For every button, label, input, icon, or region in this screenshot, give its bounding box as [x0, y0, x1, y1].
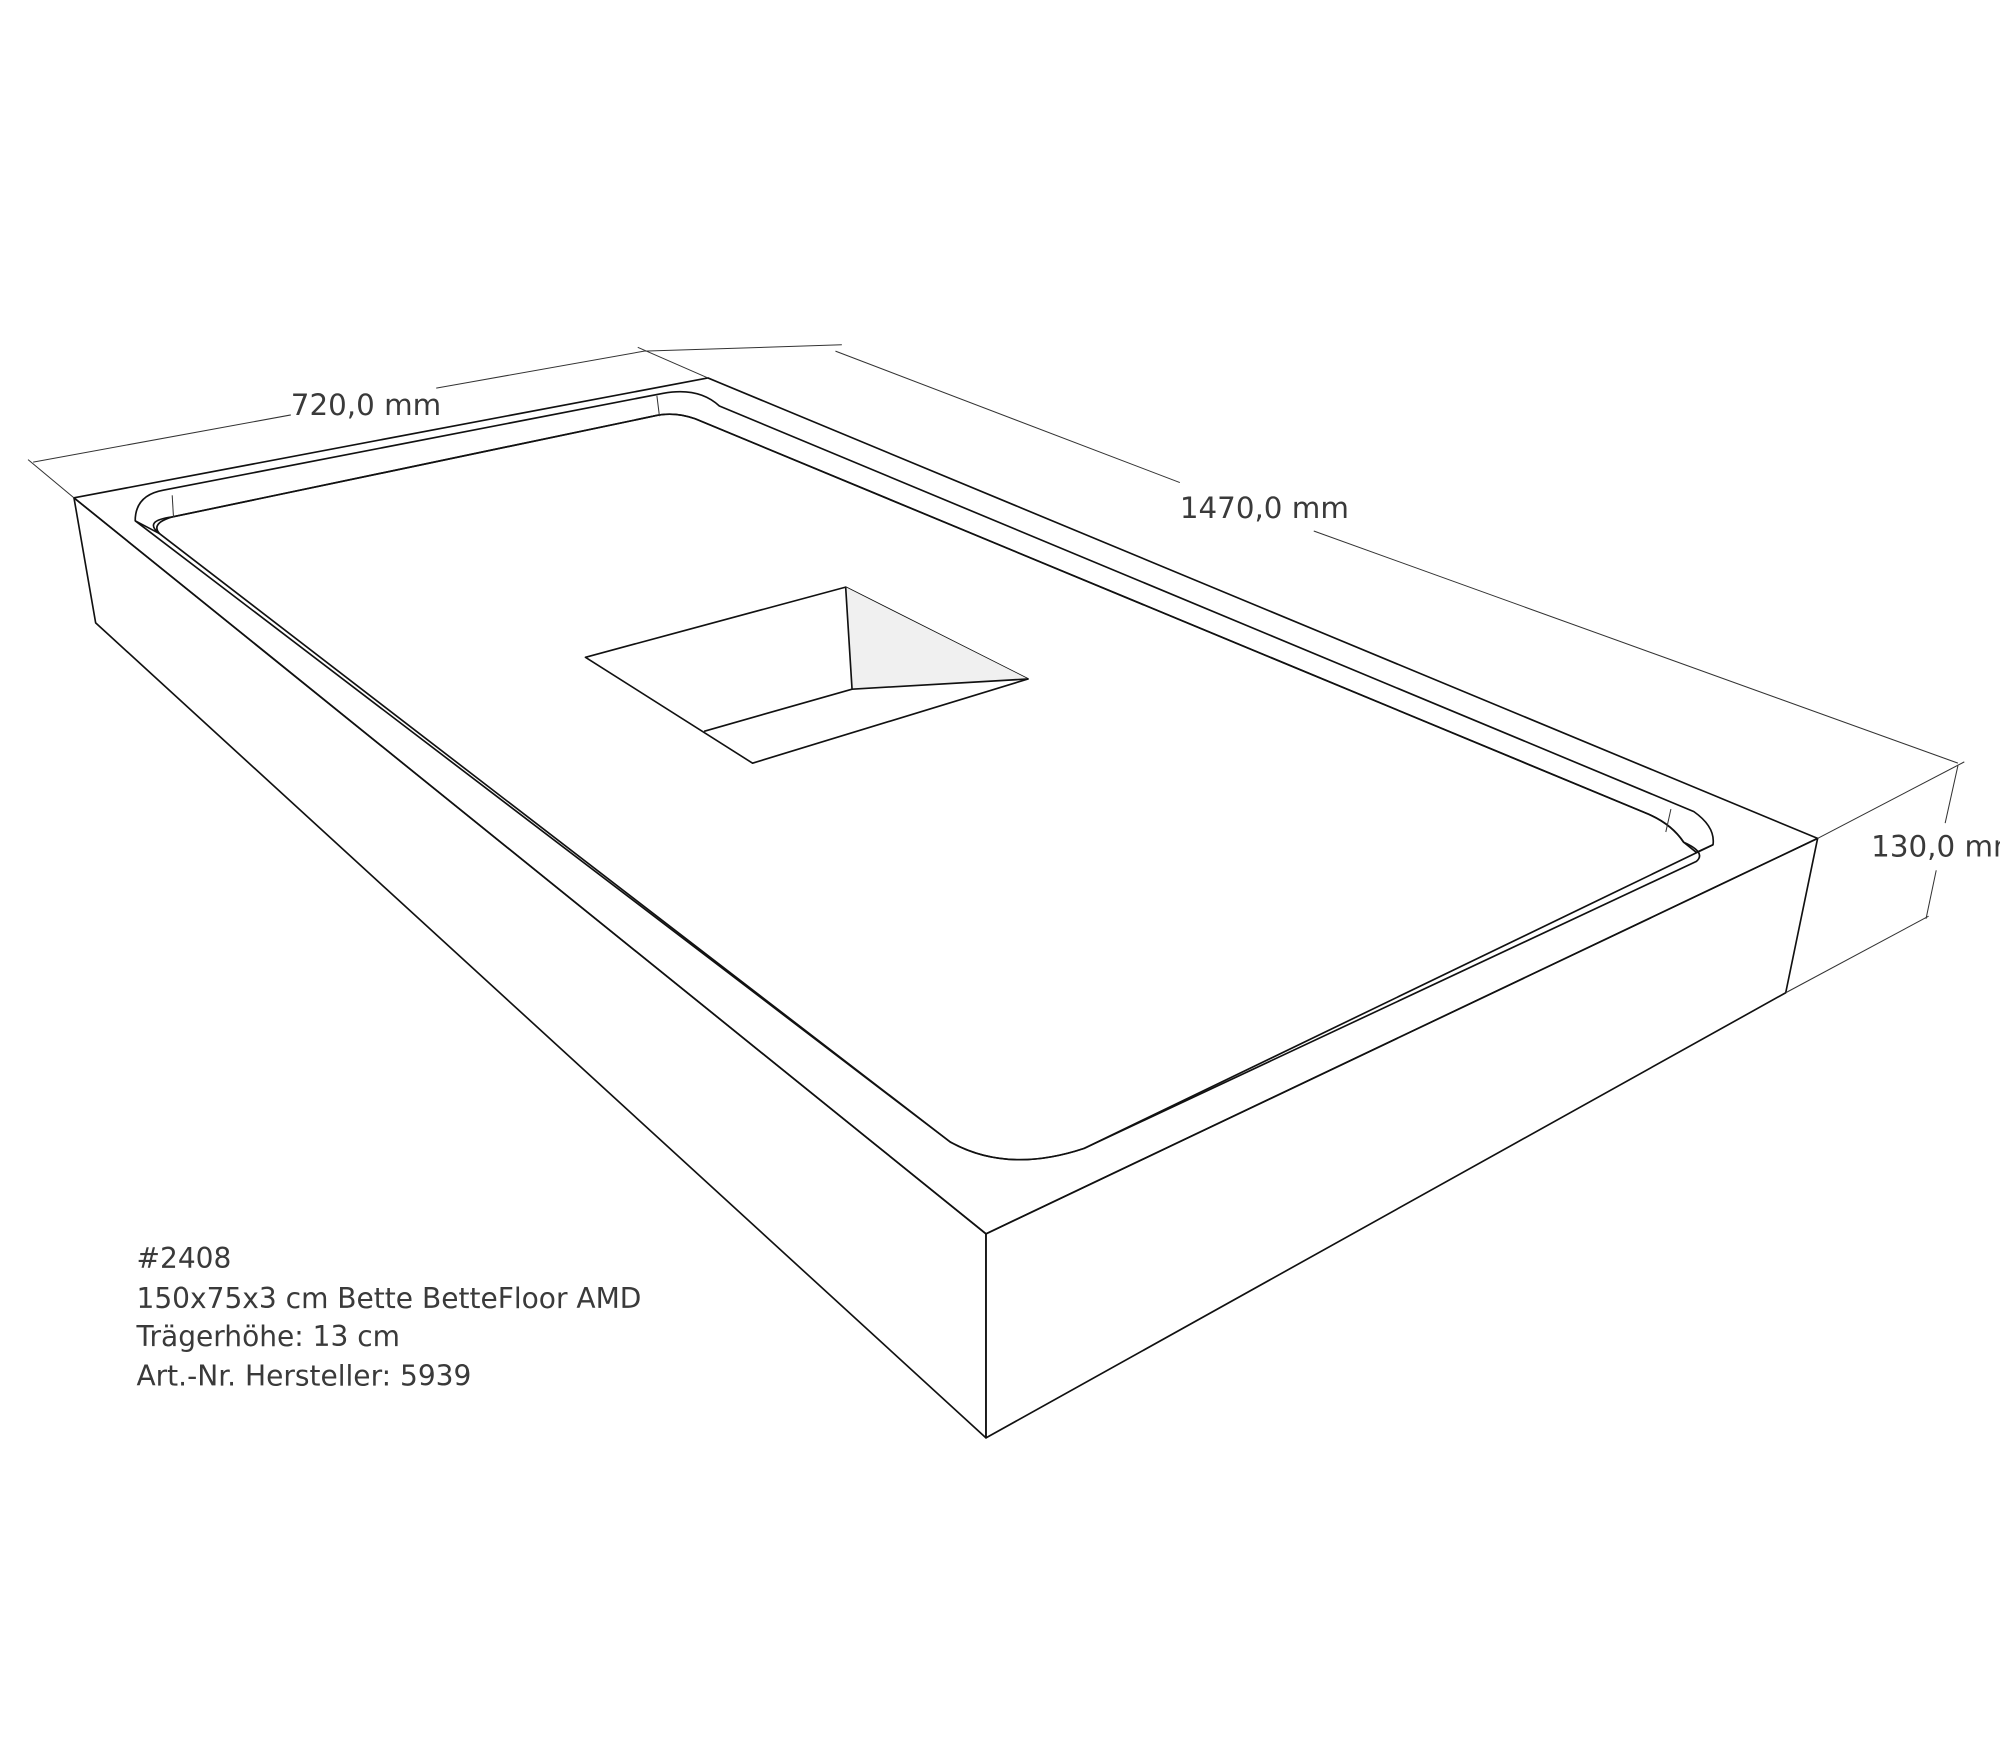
drain-opening — [584, 586, 1029, 764]
carrier-height: Trägerhöhe: 13 cm — [135, 1320, 400, 1353]
recess-back-wall — [134, 390, 1715, 854]
product-id: #2408 — [136, 1242, 231, 1275]
right-side-face — [985, 837, 1819, 1439]
recess-floor — [152, 413, 1701, 1161]
recess-outer-edge — [134, 520, 1714, 1161]
drain-opening-side-wall — [845, 587, 1029, 690]
article-number: Art.-Nr. Hersteller: 5939 — [136, 1360, 471, 1393]
top-rim — [73, 377, 1819, 1235]
dimension-length: 1470,0 mm — [644, 344, 1965, 839]
height-label: 130,0 mm — [1871, 829, 2000, 863]
product-name: 150x75x3 cm Bette BetteFloor AMD — [136, 1282, 641, 1315]
dimension-height: 130,0 mm — [1785, 765, 2000, 994]
length-label: 1470,0 mm — [1180, 491, 1349, 525]
width-label: 720,0 mm — [291, 388, 441, 422]
dimension-width: 720,0 mm — [27, 346, 709, 499]
